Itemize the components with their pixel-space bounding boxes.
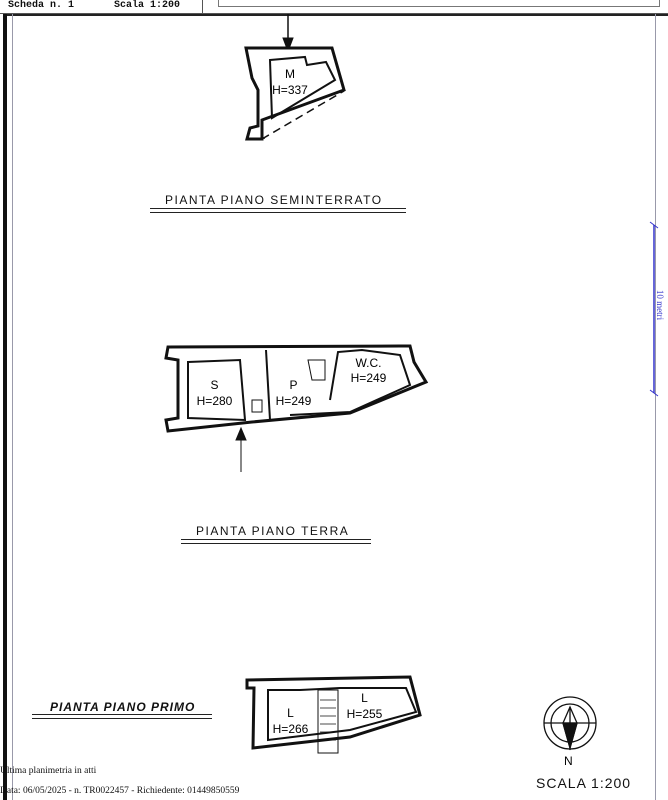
room-s: S H=280: [192, 377, 237, 409]
frame-left: [3, 14, 7, 800]
room-name: L: [361, 691, 368, 705]
margin-guide-left: [12, 14, 13, 800]
scheda-number: Scheda n. 1: [8, 0, 75, 11]
room-height: H=266: [272, 722, 309, 736]
scale-bar: [649, 221, 659, 397]
title-underline: [181, 539, 371, 544]
room-name: P: [289, 378, 298, 392]
room-m: M H=337: [270, 66, 310, 98]
header-divider: [202, 0, 203, 13]
plan-primo: [245, 675, 422, 754]
frame-top: [7, 14, 668, 16]
room-name: L: [287, 706, 294, 720]
header-bar: Scheda n. 1 Scala 1:200: [0, 0, 668, 14]
room-name: W.C.: [355, 356, 382, 370]
header-box: [218, 0, 660, 7]
margin-guide-right: [655, 14, 656, 800]
drawing-scale: SCALA 1:200: [536, 775, 632, 791]
compass-north-label: N: [564, 754, 573, 768]
footer-last-plan: Ultima planimetria in atti: [0, 766, 97, 776]
room-height: H=337: [272, 83, 308, 97]
footer-request-info: Data: 06/05/2025 - n. TR0022457 - Richie…: [0, 786, 240, 796]
header-scale: Scala 1:200: [114, 0, 181, 11]
room-height: H=280: [196, 394, 233, 408]
room-height: H=249: [275, 394, 312, 408]
title-underline: [32, 714, 212, 719]
title-terra: PIANTA PIANO TERRA: [196, 524, 350, 538]
room-name: S: [210, 378, 219, 392]
room-p: P H=249: [271, 377, 316, 409]
plan-terra: [164, 344, 429, 472]
title-seminterrato: PIANTA PIANO SEMINTERRATO: [165, 193, 383, 207]
room-wc: W.C. H=249: [346, 356, 391, 386]
plan-seminterrato: [244, 14, 346, 141]
scale-bar-label: 10 metri: [655, 289, 666, 321]
north-compass: [543, 696, 597, 751]
room-name: M: [285, 67, 295, 81]
title-primo: PIANTA PIANO PRIMO: [50, 700, 196, 714]
room-l-2: L H=255: [342, 690, 387, 722]
title-underline: [150, 208, 406, 213]
room-l-1: L H=266: [268, 705, 313, 737]
room-height: H=249: [350, 371, 387, 385]
room-height: H=255: [346, 707, 383, 721]
